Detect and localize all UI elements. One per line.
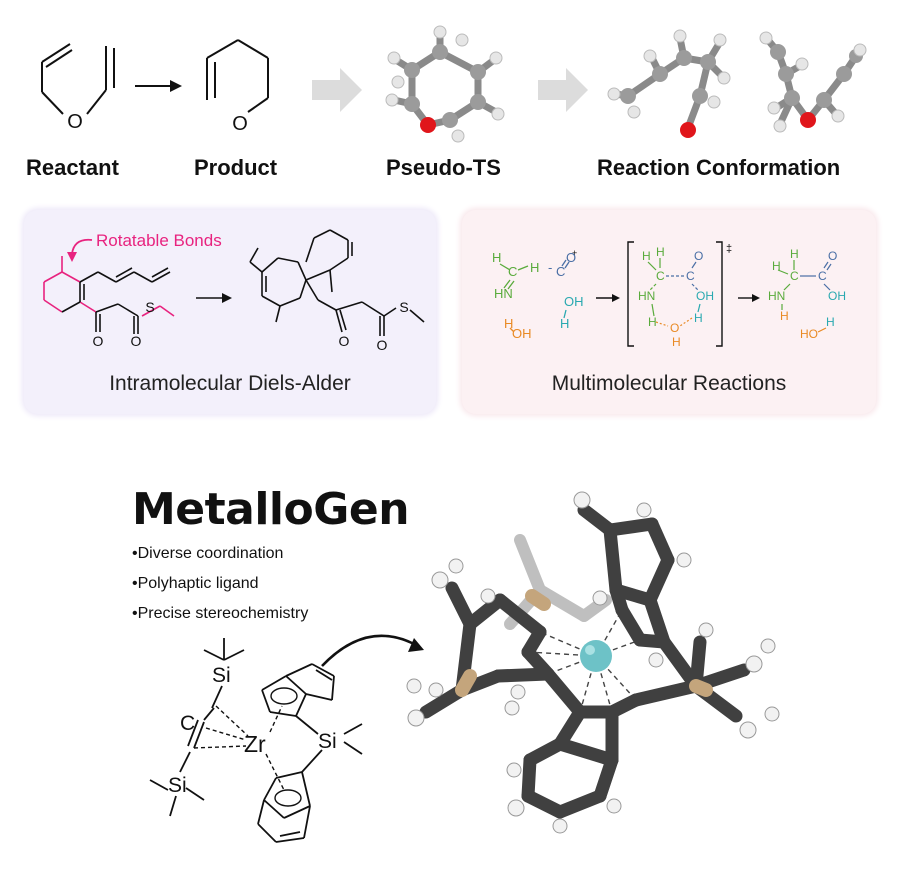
product-label: Product xyxy=(194,155,278,180)
gray-arrow-1 xyxy=(312,68,362,112)
multimolecular-drawing: H C H HN - C + O OH H H OH xyxy=(492,241,846,349)
p-h3: H xyxy=(780,309,789,323)
ts-o2: O xyxy=(670,321,679,335)
da-product-o1: O xyxy=(339,333,350,349)
da-product-s: S xyxy=(399,299,408,315)
w1-oh: OH xyxy=(564,294,584,309)
rotatable-bonds-annotation: Rotatable Bonds xyxy=(96,231,222,250)
bullet-polyhaptic-ligand: •Polyhaptic ligand xyxy=(132,575,259,592)
r-nh: HN xyxy=(494,286,513,301)
p-h1: H xyxy=(772,259,781,273)
si-top-label: Si xyxy=(212,664,231,687)
multimolecular-panel xyxy=(462,210,876,414)
p-o: O xyxy=(828,249,837,263)
reactant-oxygen-label: O xyxy=(67,111,83,133)
p-h4: H xyxy=(826,315,835,329)
product-structure xyxy=(206,39,269,113)
metallogen-title: MetalloGen xyxy=(132,484,410,535)
product-oxygen-label: O xyxy=(232,113,248,135)
ts-h4: H xyxy=(694,311,703,325)
diels-alder-caption: Intramolecular Diels-Alder xyxy=(109,372,351,395)
p-c1: C xyxy=(790,269,799,283)
ts-h1: H xyxy=(642,249,651,263)
zr-atom xyxy=(580,640,612,672)
da-reactant-s: S xyxy=(145,299,154,315)
ts-h5: H xyxy=(672,335,681,349)
multimolecular-caption: Multimolecular Reactions xyxy=(551,372,787,395)
p-hn: HN xyxy=(768,289,785,303)
alkyne-c-label: C xyxy=(180,712,195,735)
bullet-precise-stereochemistry: •Precise stereochemistry xyxy=(132,605,309,622)
p-ho: HO xyxy=(800,327,818,341)
reaction-conformation-model-2 xyxy=(759,31,867,133)
w1-h: H xyxy=(560,316,569,331)
diels-alder-panel xyxy=(24,210,436,414)
r-h1: H xyxy=(492,250,501,265)
top-row-drawing: O O xyxy=(41,25,867,143)
zr-label: Zr xyxy=(244,731,266,757)
co-plus: + xyxy=(572,248,577,258)
co-minus: - xyxy=(548,260,552,275)
da-reactant-o2: O xyxy=(131,333,142,349)
ts-hn: HN xyxy=(638,289,655,303)
ts-h2: H xyxy=(656,245,665,259)
p-h2: H xyxy=(790,247,799,261)
w2-oh: OH xyxy=(512,326,532,341)
reactant-structure xyxy=(41,43,115,115)
gray-arrow-2 xyxy=(538,68,588,112)
ts-double-dagger: ‡ xyxy=(726,243,732,255)
w2-h: H xyxy=(504,316,513,331)
pseudo-ts-model xyxy=(385,25,505,143)
ts-h3: H xyxy=(648,315,657,329)
da-product-o2: O xyxy=(377,337,388,353)
reaction-conformation-model-1 xyxy=(607,29,731,138)
si-bottom-label: Si xyxy=(168,774,187,797)
r-c1: C xyxy=(508,264,517,279)
reaction-conformation-label: Reaction Conformation xyxy=(597,155,841,180)
pseudo-ts-label: Pseudo-TS xyxy=(386,155,501,180)
bullet-diverse-coordination: •Diverse coordination xyxy=(132,545,284,562)
ts-c2: C xyxy=(686,269,695,283)
da-reactant-o1: O xyxy=(93,333,104,349)
r-h2: H xyxy=(530,260,539,275)
ts-c1: C xyxy=(656,269,665,283)
reactant-label: Reactant xyxy=(26,155,119,180)
co-c: C xyxy=(556,264,565,279)
curved-arrow xyxy=(321,634,415,667)
black-arrow-top xyxy=(135,80,182,92)
co-o: O xyxy=(566,250,576,265)
ts-oh: OH xyxy=(696,289,714,303)
p-c2: C xyxy=(818,269,827,283)
diels-alder-drawing: Rotatable Bonds xyxy=(43,229,425,353)
si-right-label: Si xyxy=(318,730,337,753)
ts-o: O xyxy=(694,249,703,263)
p-oh: OH xyxy=(828,289,846,303)
